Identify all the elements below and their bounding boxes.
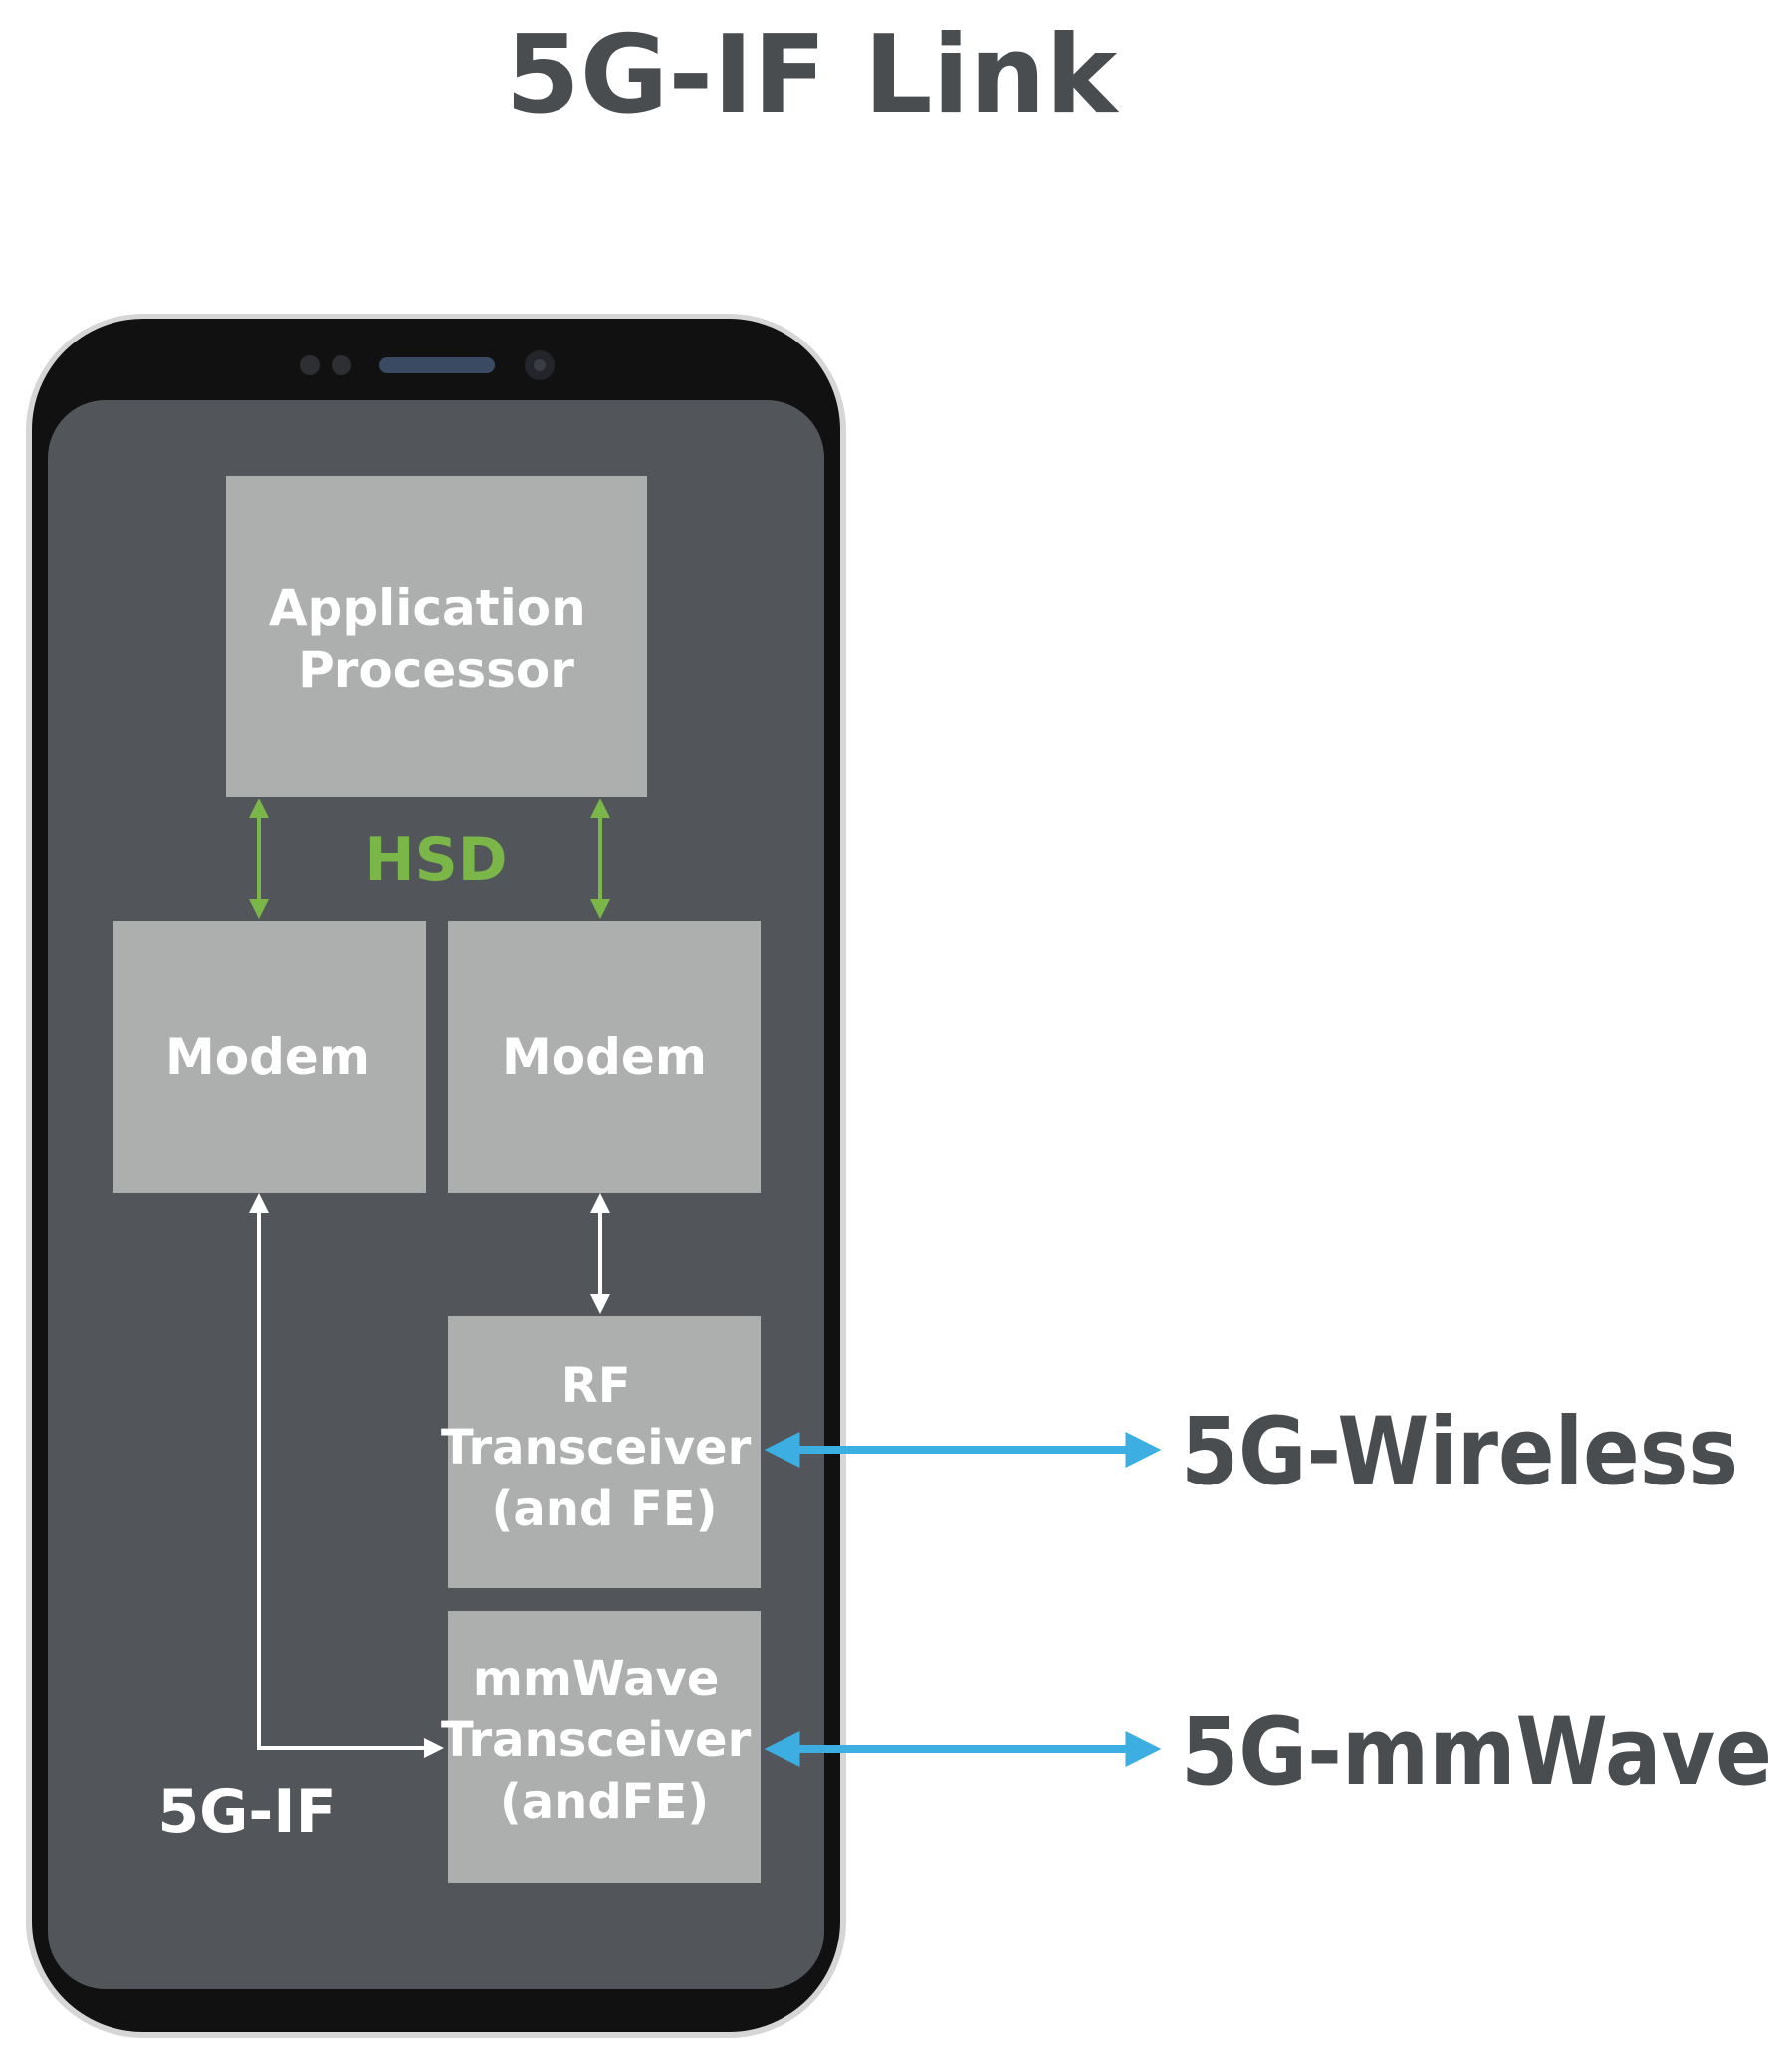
sensor-dot-left-icon: [300, 355, 320, 375]
application-processor-label: Application Processor: [269, 579, 603, 699]
five-g-wireless-label: 5G-Wireless: [1181, 1398, 1738, 1506]
five-g-if-link-arrow: [249, 1193, 444, 1758]
sensor-dot-right-icon: [332, 355, 351, 375]
rf-transceiver-line-2: Transceiver: [441, 1420, 752, 1476]
modem-left-label: Modem: [165, 1028, 370, 1086]
five-g-mmwave-label: 5G-mmWave: [1181, 1699, 1772, 1807]
hsd-label: HSD: [364, 825, 507, 895]
rf-transceiver-line-3: (and FE): [491, 1482, 717, 1537]
application-processor-block: Application Processor: [226, 476, 647, 797]
earpiece-speaker-icon: [379, 357, 495, 373]
mmwave-transceiver-line-3: (andFE): [500, 1774, 709, 1830]
modem-left-block: Modem: [113, 921, 426, 1193]
modem-right-label: Modem: [502, 1028, 707, 1086]
rf-transceiver-block: RF Transceiver (and FE): [441, 1316, 768, 1588]
mmwave-transceiver-block: mmWave Transceiver (andFE): [441, 1611, 768, 1883]
rf-transceiver-line-1: RF: [561, 1358, 631, 1414]
mmwave-transceiver-label: mmWave Transceiver (andFE): [441, 1651, 768, 1830]
application-processor-line-2: Processor: [298, 641, 574, 699]
modem-right-block: Modem: [448, 921, 761, 1193]
rf-transceiver-label: RF Transceiver (and FE): [441, 1358, 768, 1537]
front-camera-lens-icon: [534, 359, 546, 371]
five-g-if-label: 5G-IF: [157, 1777, 336, 1847]
diagram-title: 5G-IF Link: [506, 13, 1120, 137]
mmwave-transceiver-line-1: mmWave: [473, 1651, 720, 1707]
mmwave-transceiver-line-2: Transceiver: [441, 1712, 752, 1768]
application-processor-line-1: Application: [269, 579, 586, 637]
